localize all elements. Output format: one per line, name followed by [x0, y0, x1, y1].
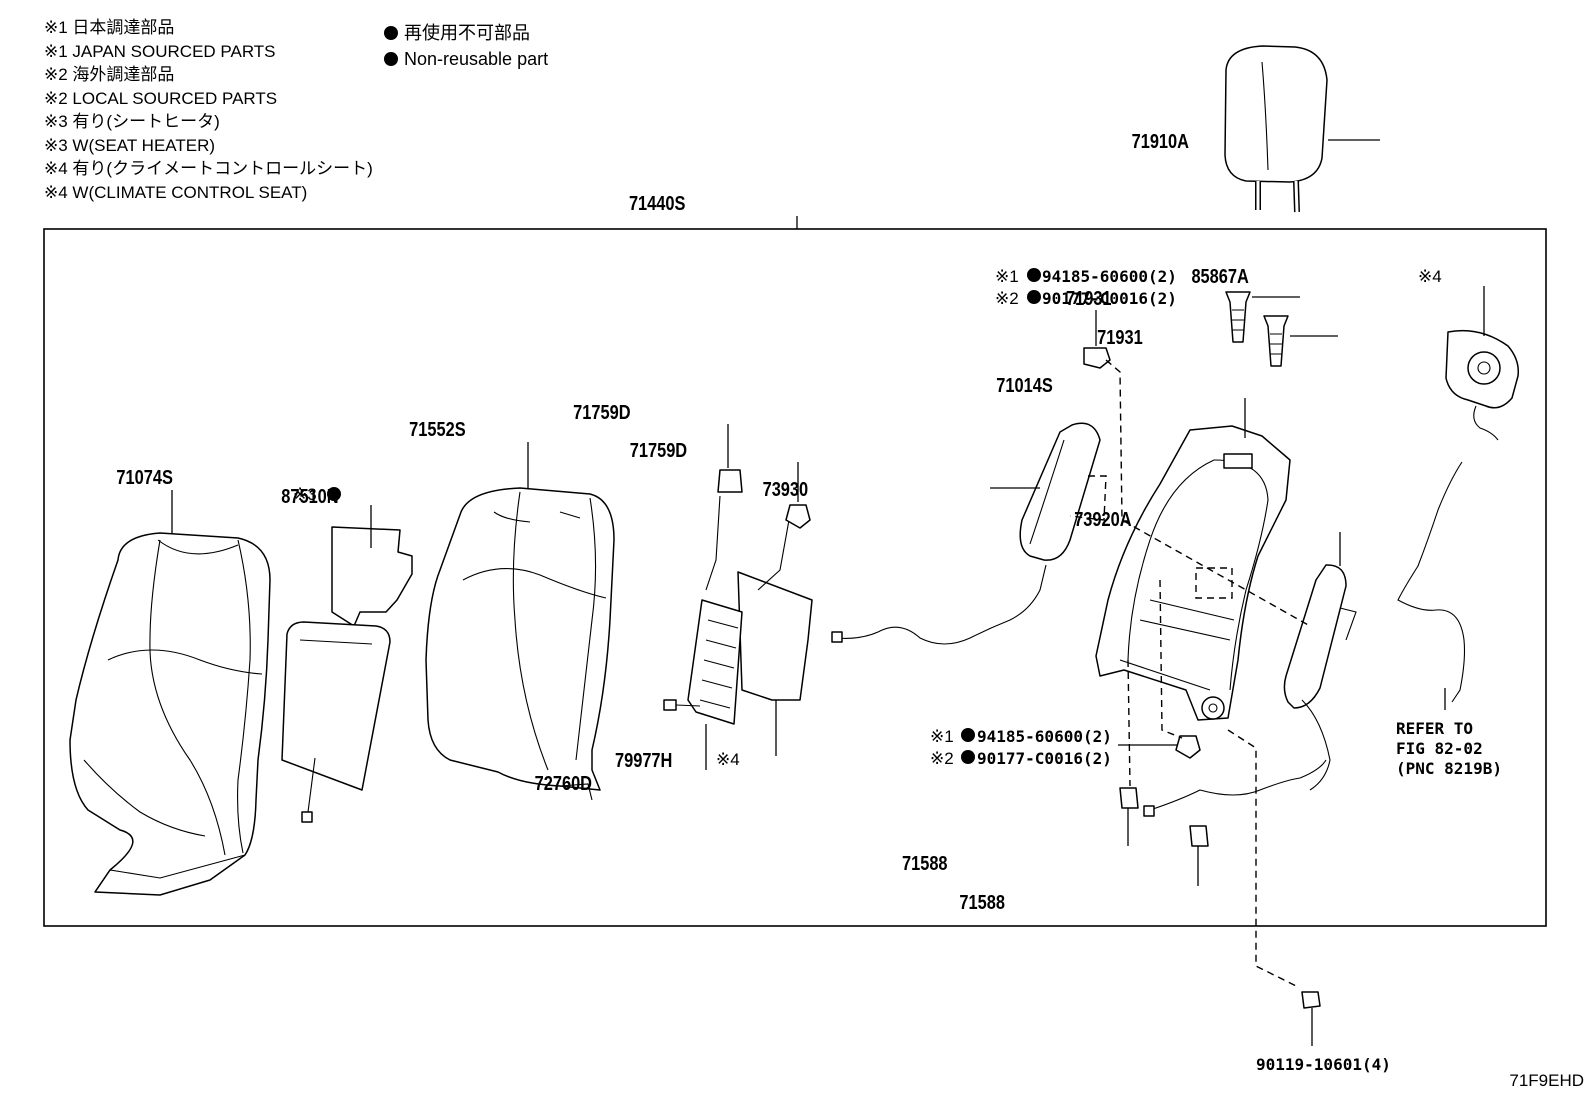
assembly-label: 71440S	[629, 191, 685, 214]
part-note-85867A: ※4	[1418, 267, 1442, 286]
part-label-71759D-a[interactable]: 71759D	[573, 400, 630, 423]
part-note: ※2	[995, 289, 1019, 308]
legend-text: 再使用不可部品	[404, 23, 530, 43]
part-label-71552S[interactable]: 71552S	[409, 417, 465, 440]
note-line: ※2 海外調達部品	[44, 65, 175, 84]
bullet-icon	[384, 52, 398, 66]
part-note-79977H: ※4	[716, 750, 740, 769]
note-line: ※1 JAPAN SOURCED PARTS	[44, 41, 276, 61]
lumbar-support-drawing	[663, 495, 813, 725]
headrest-drawing	[1224, 45, 1328, 213]
note-line: ※3 有り(シートヒータ)	[44, 112, 220, 131]
part-label-79977H[interactable]: 79977H	[615, 748, 672, 771]
legend-text: Non-reusable part	[404, 49, 549, 69]
side-trim-right-drawing	[1283, 564, 1357, 791]
clip-icon	[1119, 787, 1139, 809]
part-label-71931-a[interactable]: 71931	[1066, 286, 1112, 309]
bullet-icon	[384, 26, 398, 40]
part-label-71588-b[interactable]: 71588	[959, 890, 1005, 913]
part-label-71759D-b[interactable]: 71759D	[630, 438, 687, 461]
legend: 再使用不可部品 Non-reusable part	[384, 20, 548, 72]
assembly-frame	[43, 228, 1547, 927]
part-label-71931-b[interactable]: 71931	[1097, 325, 1143, 348]
connector-icon	[1143, 805, 1155, 817]
bolt-icon	[1301, 991, 1321, 1009]
dashed-line	[1227, 729, 1297, 987]
non-reusable-icon	[961, 728, 975, 742]
part-label-72760D[interactable]: 72760D	[535, 771, 592, 794]
part-label-71910A[interactable]: 71910A	[1132, 129, 1189, 152]
part-label-nut-top-2[interactable]: 90177-C0016(2)	[1042, 289, 1177, 308]
part-note: ※1	[930, 727, 954, 746]
part-note-87510N: ※3	[293, 485, 317, 504]
refer-text[interactable]: FIG 82-02	[1396, 739, 1483, 758]
note-line: ※4 有り(クライメートコントロールシート)	[44, 159, 373, 178]
note-line: ※3 W(SEAT HEATER)	[44, 135, 216, 155]
note-line: ※2 LOCAL SOURCED PARTS	[44, 88, 278, 108]
refer-text[interactable]: (PNC 8219B)	[1396, 759, 1502, 778]
note-line: ※4 W(CLIMATE CONTROL SEAT)	[44, 182, 308, 202]
refer-text[interactable]: REFER TO	[1396, 719, 1473, 738]
part-label-73920A[interactable]: 73920A	[1074, 507, 1131, 530]
part-label-nut-top-1[interactable]: 94185-60600(2)	[1042, 267, 1177, 286]
dashed-line	[1127, 659, 1131, 787]
clip-icon	[1189, 825, 1209, 847]
part-label-73930[interactable]: 73930	[763, 477, 809, 500]
part-label-87510N[interactable]: 87510N	[281, 484, 338, 507]
non-reusable-icon	[1027, 268, 1041, 282]
seatback-cover-drawing	[69, 532, 271, 896]
side-trim-left-drawing	[1019, 422, 1101, 561]
dashed-line	[1069, 475, 1107, 521]
headrest-guide-drawing	[1225, 291, 1289, 367]
seatback-pad-drawing	[425, 487, 615, 801]
dashed-line	[1159, 579, 1183, 739]
figure-code: 71F9EHD	[1509, 1071, 1584, 1090]
part-label-71074S[interactable]: 71074S	[116, 465, 172, 488]
seat-heater-drawing	[281, 526, 413, 823]
part-label-nut-mid-1[interactable]: 94185-60600(2)	[977, 727, 1112, 746]
part-note: ※1	[995, 267, 1019, 286]
part-label-85867A[interactable]: 85867A	[1191, 264, 1248, 287]
non-reusable-icon	[961, 750, 975, 764]
part-note: ※2	[930, 749, 954, 768]
notes-block: ※1 日本調達部品 ※1 JAPAN SOURCED PARTS ※2 海外調達…	[44, 16, 373, 204]
wire-harness-drawing	[1149, 759, 1327, 811]
non-reusable-icon	[1027, 290, 1041, 304]
connector-icon	[831, 631, 843, 643]
legend-item-en: Non-reusable part	[384, 46, 548, 72]
dashed-line	[1195, 567, 1233, 599]
wire-harness-drawing	[1397, 461, 1466, 703]
note-line: ※1 日本調達部品	[44, 18, 175, 37]
legend-item-ja: 再使用不可部品	[384, 20, 548, 46]
wire-harness-drawing	[835, 564, 1047, 645]
nut-icon	[1175, 735, 1201, 759]
seatback-frame-drawing	[1095, 425, 1291, 721]
part-label-71014S[interactable]: 71014S	[996, 373, 1052, 396]
part-label-bolt[interactable]: 90119-10601(4)	[1256, 1055, 1391, 1074]
nut-icon	[785, 504, 811, 529]
non-reusable-icon	[327, 487, 341, 501]
part-label-71588-a[interactable]: 71588	[902, 851, 948, 874]
climate-fan-drawing	[1445, 329, 1520, 441]
part-label-nut-mid-2[interactable]: 90177-C0016(2)	[977, 749, 1112, 768]
nut-icon	[1083, 347, 1111, 369]
clip-icon	[717, 469, 743, 493]
